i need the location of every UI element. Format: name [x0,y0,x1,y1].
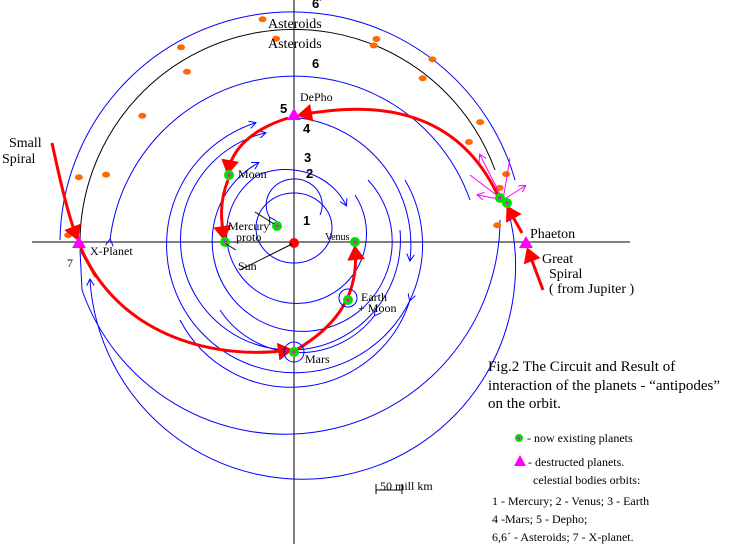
orbit-label-7: 7 [67,256,73,270]
orbit-5b [299,117,411,260]
figure-caption-line-3: on the orbit. [488,396,561,412]
mercury-core [275,224,279,228]
great-spiral-label-3: ( from Jupiter ) [549,282,634,297]
depho-label: DePho [300,90,333,104]
moon-label: Moon [238,167,267,181]
orbit-1 [255,192,333,264]
orbit-label-5: 5 [280,101,287,116]
orbit-label-2: 2 [306,166,313,181]
asteroid [369,42,378,49]
orbit-label-1: 1 [303,213,310,228]
legend: - now existing planets - destructed plan… [492,431,649,544]
mercury-proto-label: Mercury [228,219,269,233]
asteroid [418,75,427,82]
depho-triangle [287,108,301,120]
orbit-4b [179,300,410,388]
small-spiral-label-2: Spiral [2,152,36,167]
x-planet-label: X-Planet [90,244,133,258]
orbit-6-prime [59,11,516,241]
asteroid [74,174,83,181]
sun-label: Sun [238,259,257,273]
asteroid [258,16,267,23]
earth-label: Earth [361,290,387,304]
orbit-4 [179,133,401,351]
asteroid [476,119,485,126]
asteroid [464,139,473,145]
orbit-1-spiral [265,178,323,218]
asteroid-belt-center [80,28,496,240]
small-spiral-arrow [50,142,82,241]
earth-label-2: + Moon [358,301,396,315]
legend-orbits-line-2: 4 -Mars; 5 - Depho; [492,512,587,526]
sun [289,238,299,248]
mercury-proto-core [223,240,227,244]
orbits [59,11,516,480]
spiral-x-to-mars [78,245,293,361]
mercury-proto-label-2: proto [236,230,261,244]
legend-orbits-line-1: 1 - Mercury; 2 - Venus; 3 - Earth [492,494,649,508]
axes [32,0,630,544]
asteroid [177,44,185,51]
small-spiral-label: Small [9,136,42,151]
orbit-label-4: 4 [303,121,311,136]
scale-label: 50 mill km [380,479,433,493]
legend-destructed: - destructed planets. [528,455,624,469]
spiral-mars-to-venus [295,245,366,352]
phaeton-triangle [519,236,533,248]
asteroids-label-outer: Asteroids [268,17,322,32]
legend-orbits-title: celestial bodies orbits: [533,473,640,487]
asteroid [493,222,502,229]
bodies [72,108,533,363]
legend-existing: - now existing planets [527,431,633,445]
orbit-6 [110,75,471,240]
asteroid [372,36,381,43]
earth-core [346,298,350,302]
asteroid [138,112,147,119]
phaeton-label: Phaeton [530,227,575,242]
x-planet-triangle [72,236,86,248]
phaeton-arrow [506,205,524,234]
asteroids-label-inner: Asteroids [268,37,322,52]
orbit-outer [90,199,516,480]
orbit-label-6: 6 [312,56,319,71]
scale-bar: 50 mill km [375,479,433,494]
asteroid [502,171,511,178]
phaeton-lower-arrow [80,251,98,278]
asteroid [102,171,111,178]
mars-label: Mars [305,352,330,366]
legend-orbits-line-3: 6,6´ - Asteroids; 7 - X-planet. [492,530,634,544]
figure-caption-line-2: interaction of the planets - “antipodes” [488,378,720,394]
orbit-3 [211,163,393,332]
mars-core [292,350,296,354]
spiral-phaeton-to-depho [297,103,502,201]
spiral-depho-to-moon [221,116,289,175]
orbit-5 [166,123,424,374]
great-spiral-label-2: Spiral [549,267,583,282]
asteroid [182,68,191,75]
orbit-label-6-prime: 6´ [312,0,324,11]
orbit-2 [226,168,368,304]
orbit-label-3: 3 [304,150,311,165]
orbit-7 [79,219,501,435]
figure-caption-line-1: Fig.2 The Circuit and Result of [488,359,675,375]
red-spirals [50,103,545,361]
great-spiral-label: Great [542,252,573,267]
venus-core [353,240,357,244]
asteroid [272,35,281,42]
venus-label: Venus [325,232,350,243]
phaeton-fragment-b-core [505,201,509,205]
asteroid [64,232,73,239]
destructed-planet-icon [514,455,526,466]
spiral-moon-to-mercury [213,179,232,241]
asteroid [428,56,437,63]
great-spiral-arrow [523,247,545,291]
moon-core [227,173,231,177]
phaeton-fragment-a-core [498,196,502,200]
